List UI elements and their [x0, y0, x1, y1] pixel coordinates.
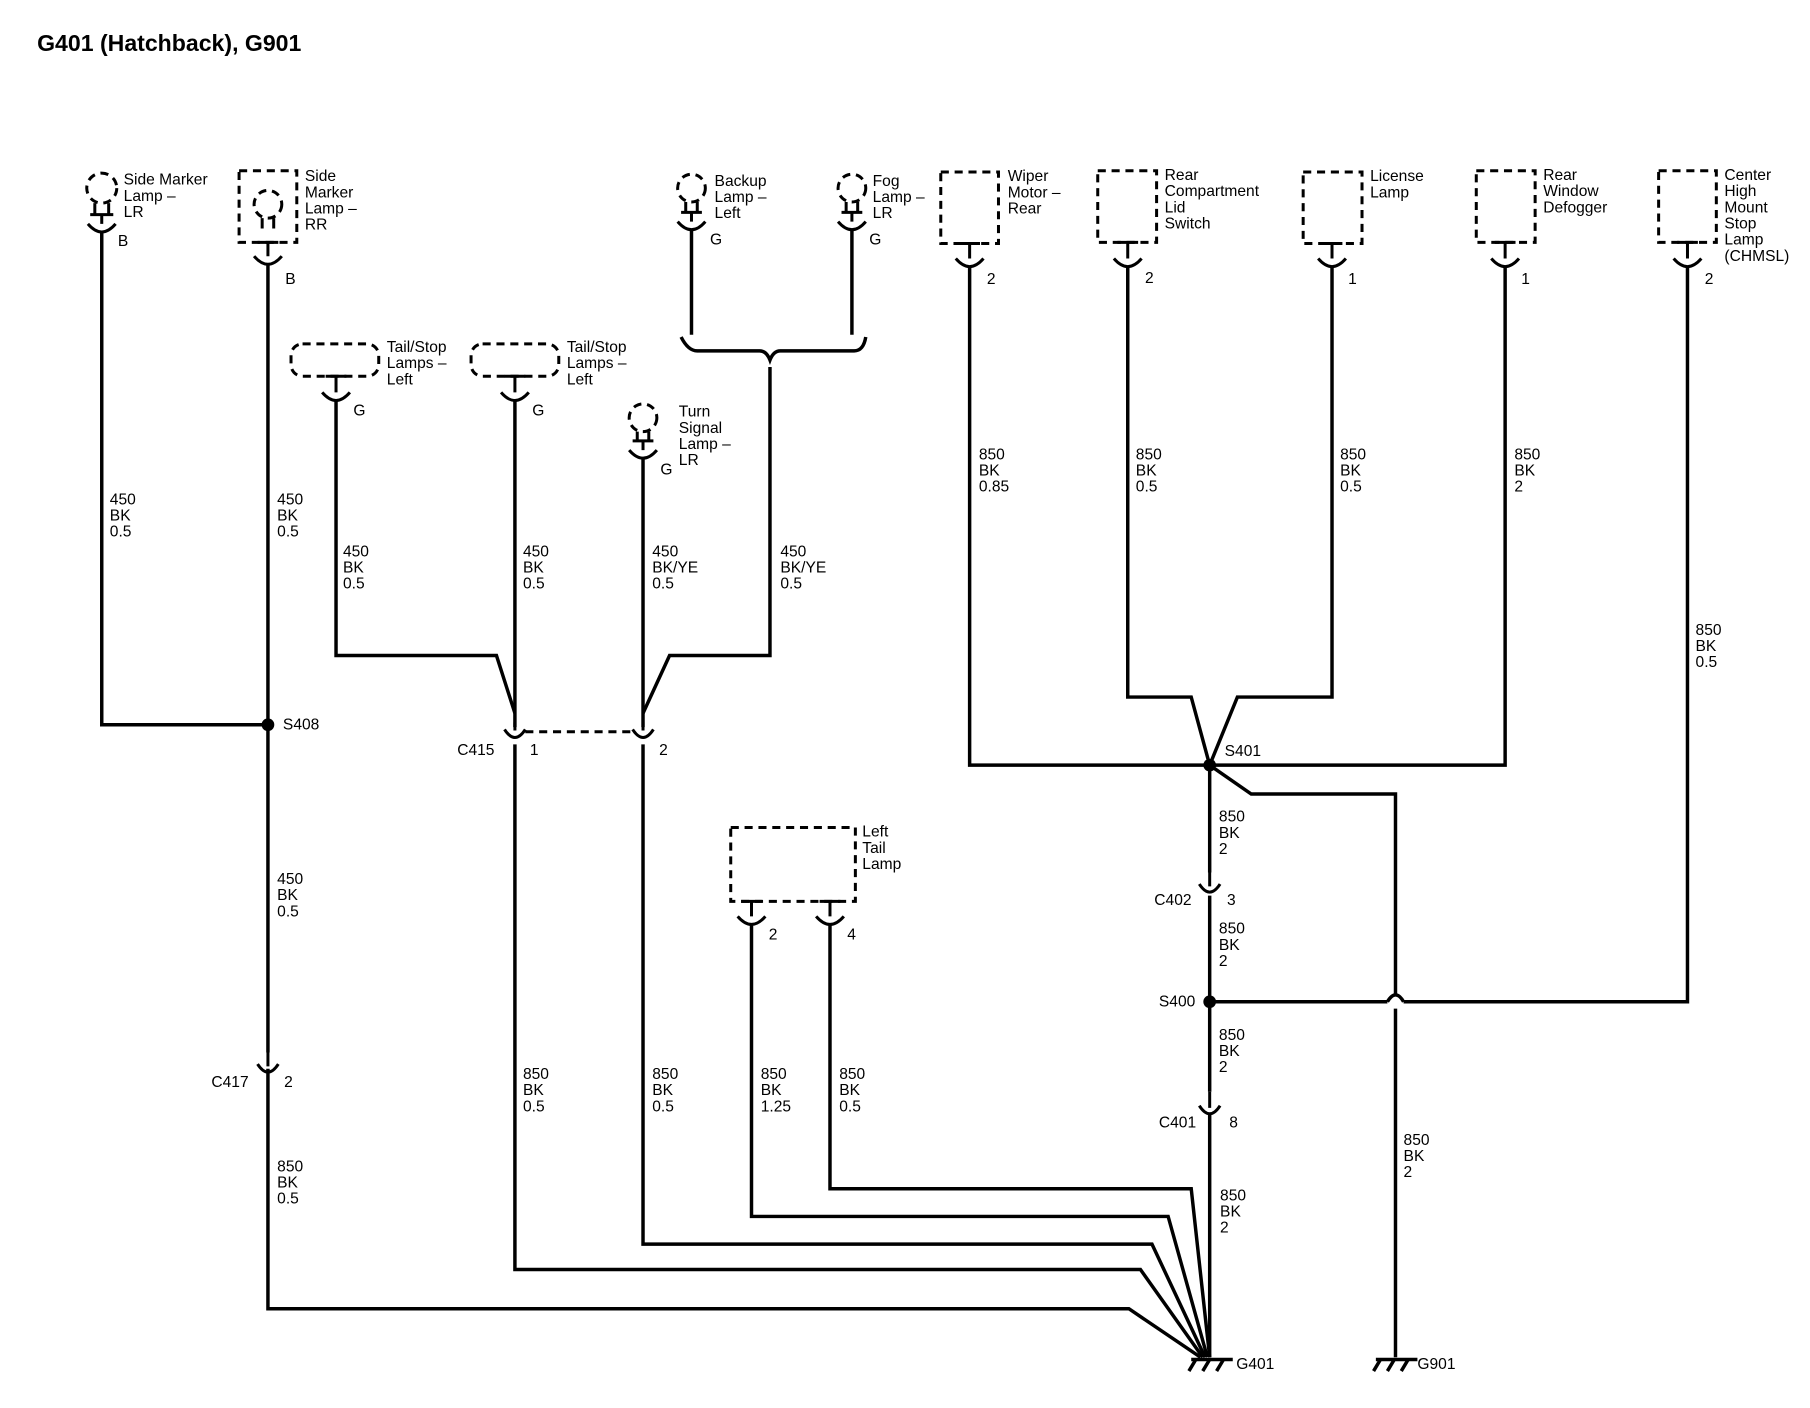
wiper-motor-rear [939, 170, 1000, 269]
backup-lamp-left [676, 172, 707, 232]
connector-c417-pin: 2 [284, 1074, 293, 1091]
pin-rear-compartment: 2 [1145, 270, 1154, 287]
diagram-title: G401 (Hatchback), G901 [37, 30, 301, 56]
side-marker-lamp-lr [85, 171, 119, 234]
ground-label-g901: G901 [1417, 1356, 1455, 1373]
connector-c402-pin: 3 [1227, 892, 1236, 909]
splice-label-s408: S408 [283, 716, 319, 733]
left-tail-lamp [729, 825, 857, 926]
fog-lamp-lr [836, 172, 868, 232]
pin-side-marker-rr: B [285, 271, 295, 288]
connector-label-c415: C415 [457, 742, 495, 759]
splice-s401 [1203, 758, 1217, 772]
pin-tail-stop-1: G [353, 402, 365, 419]
pin-left-tail-2: 2 [769, 926, 778, 943]
splice-s408 [261, 718, 275, 732]
side-marker-lamp-rr [237, 169, 299, 266]
pin-backup: G [710, 232, 722, 249]
splice-label-s400: S400 [1159, 993, 1196, 1010]
turn-signal-lamp-lr [627, 402, 659, 460]
ground-label-g401: G401 [1236, 1356, 1274, 1373]
rear-window-defogger [1474, 169, 1537, 269]
pin-fog: G [869, 232, 881, 249]
rear-compartment-lid-switch [1096, 169, 1159, 269]
pin-license: 1 [1348, 271, 1357, 288]
pin-tail-stop-2: G [532, 402, 544, 419]
chmsl [1657, 169, 1718, 269]
pin-turn-signal: G [660, 461, 672, 478]
tail-stop-lamps-left-1 [289, 342, 381, 402]
splice-label-s401: S401 [1225, 743, 1261, 760]
pin-defogger: 1 [1521, 271, 1530, 288]
splice-s400 [1203, 995, 1217, 1009]
pin-left-tail-4: 4 [847, 926, 856, 943]
connector-label-c402: C402 [1154, 892, 1191, 909]
connector-c401-pin: 8 [1229, 1115, 1238, 1132]
pin-chmsl: 2 [1705, 271, 1714, 288]
connector-c415-pin-1: 1 [530, 742, 539, 759]
connector-c415-pin-2: 2 [659, 742, 668, 759]
pin-side-marker-lr: B [118, 233, 128, 250]
pin-wiper: 2 [987, 271, 996, 288]
license-lamp [1301, 170, 1364, 269]
connector-label-c401: C401 [1159, 1115, 1196, 1132]
inline-connectors [256, 722, 1222, 1116]
tail-stop-lamps-left-2 [469, 342, 561, 402]
ground-g901-symbol [1372, 1357, 1418, 1372]
connector-label-c417: C417 [211, 1074, 248, 1091]
wires [100, 229, 1690, 1359]
ground-g401-symbol [1187, 1357, 1233, 1372]
